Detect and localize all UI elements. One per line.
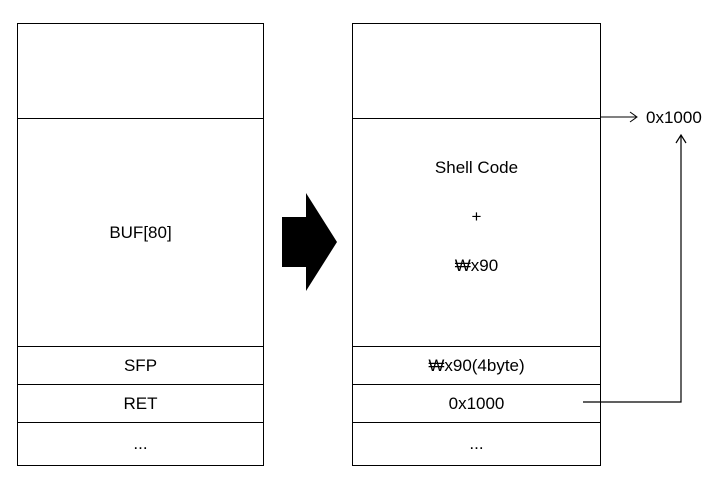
sfp-overwrite-cell: ₩x90(4byte) (353, 346, 600, 384)
buf-label: BUF[80] (109, 222, 172, 242)
original-stack: BUF[80] SFP RET ... (17, 23, 264, 466)
remaining-cell: ... (18, 422, 263, 464)
ret-jump-arrowhead (675, 133, 687, 144)
ret-jump-line (583, 136, 682, 403)
exploited-stack: Shell Code + ₩x90 ₩x90(4byte) 0x1000 ... (352, 23, 601, 466)
sfp-label: SFP (123, 355, 158, 375)
remaining-cell: ... (353, 422, 600, 464)
plus-label: + (471, 207, 482, 226)
ellipsis-label: ... (133, 433, 148, 453)
ellipsis-label: ... (469, 433, 484, 453)
sfp-cell: SFP (18, 346, 263, 384)
shellcode-label: Shell Code (434, 158, 519, 177)
nop-label: ₩x90 (454, 256, 499, 275)
ret-overwrite-cell: 0x1000 (353, 384, 600, 422)
ret-label: RET (123, 393, 158, 413)
ret-cell: RET (18, 384, 263, 422)
ret-overwrite-label: 0x1000 (448, 393, 505, 413)
buf-cell: BUF[80] (18, 118, 263, 346)
address-pointer-arrowhead (629, 111, 638, 123)
payload-cell: Shell Code + ₩x90 (353, 118, 600, 346)
target-address-label: 0x1000 (646, 108, 702, 127)
sfp-overwrite-label: ₩x90(4byte) (428, 355, 525, 375)
